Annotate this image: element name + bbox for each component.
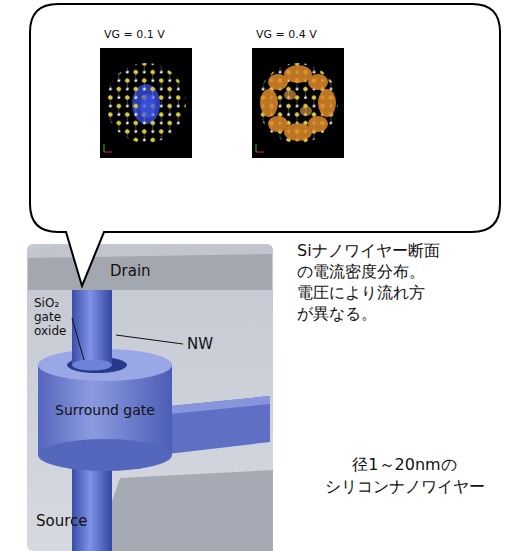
image-panel: VG = 0.4 V	[250, 28, 346, 158]
image-panel: VG = 0.1 V	[98, 28, 194, 158]
part-name: Drain	[110, 262, 190, 280]
description-note: Siナノワイヤー断面 の電流密度分布。 電圧により流れ方 が異なる。	[297, 240, 472, 324]
voltage-heading: VG = 0.1 V	[98, 28, 194, 42]
size-note: 径1～20nmの シリコンナノワイヤー	[312, 454, 497, 498]
part-name: NW	[187, 335, 227, 353]
part-name: Source	[36, 512, 106, 530]
part-name: Surround gate	[55, 402, 165, 419]
cross-section-image	[252, 48, 344, 158]
transistor-illustration	[27, 244, 273, 551]
voltage-heading: VG = 0.4 V	[250, 28, 346, 42]
part-name: SiO₂ gate oxide	[34, 296, 78, 338]
cross-section-image	[100, 48, 192, 158]
